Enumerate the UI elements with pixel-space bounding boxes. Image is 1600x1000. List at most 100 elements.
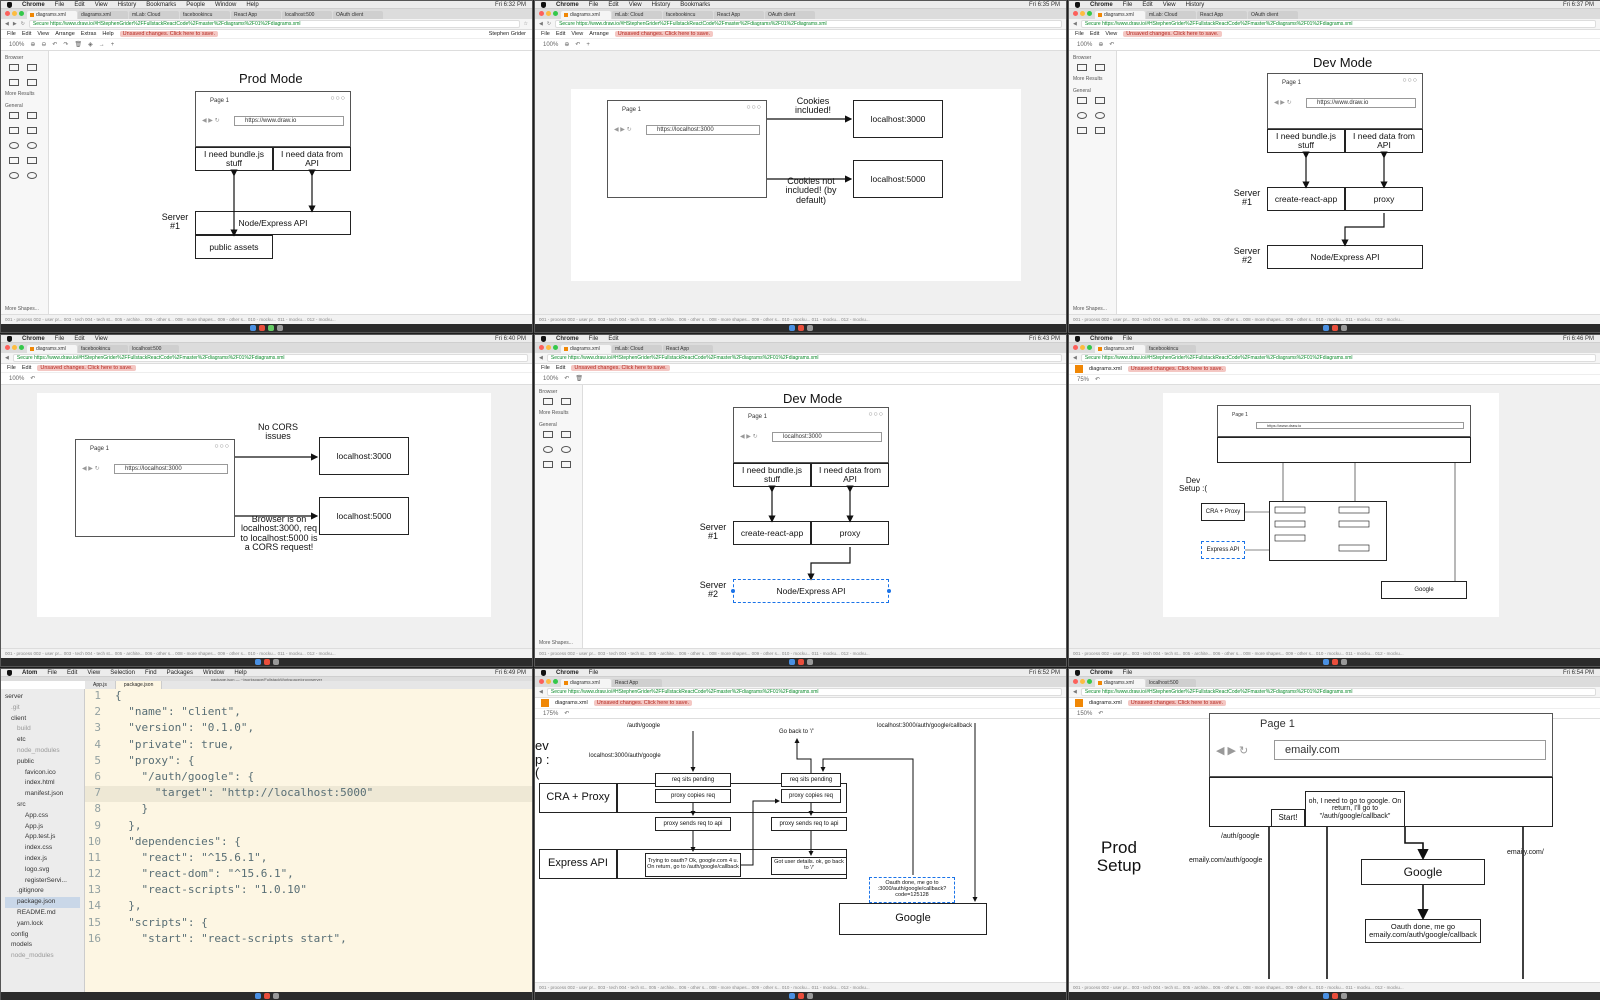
reload-icon[interactable]: ↻ <box>20 21 25 27</box>
express-api-box[interactable]: Node/Express API <box>1267 245 1423 269</box>
file-name[interactable]: diagrams.xml <box>555 700 588 706</box>
tree-folder[interactable]: client <box>11 714 27 722</box>
close-window-icon[interactable] <box>1073 11 1078 16</box>
drawio-menu-edit[interactable]: Edit <box>555 365 566 371</box>
apple-icon[interactable] <box>541 1 546 8</box>
shape-item[interactable] <box>9 157 19 164</box>
app-name[interactable]: Chrome <box>556 335 579 342</box>
insert-icon[interactable]: + <box>586 41 590 48</box>
minimize-window-icon[interactable] <box>1080 345 1085 350</box>
browser-tab[interactable]: React App <box>612 679 662 687</box>
browser-tab[interactable]: mLab: Cloud <box>129 11 179 19</box>
tree-file[interactable]: index.js <box>25 854 48 862</box>
browser-mockup[interactable]: Page 1 ○○○ ◀ ▶ ↻ https://www.draw.io <box>195 91 351 147</box>
minimize-window-icon[interactable] <box>12 345 17 350</box>
shape-item[interactable] <box>543 461 553 468</box>
tree-file[interactable]: manifest.json <box>25 790 64 798</box>
minimize-window-icon[interactable] <box>1080 11 1085 16</box>
undo-icon[interactable]: ↶ <box>52 42 58 48</box>
page-tabs[interactable]: 001 - process 002 - user pr... 003 - tec… <box>1069 648 1600 658</box>
localhost-auth-label[interactable]: localhost:3000/auth/google <box>589 753 661 759</box>
shape-item[interactable] <box>561 461 571 468</box>
zoom-window-icon[interactable] <box>553 345 558 350</box>
code-line[interactable]: "name": "client", <box>115 705 241 719</box>
shape-item[interactable] <box>561 446 571 453</box>
proxy-box[interactable]: proxy <box>1345 187 1423 211</box>
menu-history[interactable]: History <box>117 1 137 8</box>
proxy-copies-box[interactable]: proxy copies req <box>655 789 731 803</box>
browser-tab[interactable]: localhost:500 <box>1146 679 1196 687</box>
browser-mockup[interactable]: Page 1 ○○○ ◀ ▶ ↻ localhost:3000 <box>733 407 889 463</box>
back-icon[interactable]: ◀ <box>539 21 543 27</box>
tree-file[interactable]: README.md <box>17 908 56 916</box>
zoom-in-icon[interactable]: ⊕ <box>564 42 570 48</box>
menu-file[interactable]: File <box>588 669 599 676</box>
finder-icon[interactable] <box>788 993 795 999</box>
no-cors-label[interactable]: No CORS issues <box>257 422 298 442</box>
localhost-3000-box[interactable]: localhost:3000 <box>853 100 943 138</box>
code-line[interactable]: { <box>115 689 122 702</box>
tree-file[interactable]: App.css <box>25 811 49 819</box>
drawio-menu-view[interactable]: View <box>571 31 584 37</box>
code-line[interactable]: }, <box>115 899 142 913</box>
tree-folder[interactable]: .git <box>11 703 20 711</box>
tree-file[interactable]: registerServi... <box>25 876 67 884</box>
sidebar-general-heading[interactable]: General <box>539 422 557 428</box>
drawio-menu-file[interactable]: File <box>1075 31 1084 37</box>
delete-icon[interactable]: 🗑 <box>74 42 83 48</box>
shape-item[interactable] <box>561 431 571 438</box>
url-input[interactable]: Secure https://www.draw.io/#HStephenGrid… <box>1080 20 1596 28</box>
proxy-sends-box[interactable]: proxy sends req to api <box>655 817 731 831</box>
undo-icon[interactable]: ↶ <box>1095 377 1101 383</box>
zoom-window-icon[interactable] <box>553 11 558 16</box>
url-input[interactable]: Secure https://www.draw.io/#HStephenGrid… <box>12 354 528 362</box>
drawio-menu-file[interactable]: File <box>541 365 550 371</box>
shape-item[interactable] <box>1095 127 1105 134</box>
menu-file[interactable]: File <box>588 335 599 342</box>
more-shapes-button[interactable]: More Shapes... <box>1073 306 1107 312</box>
zoom-in-icon[interactable]: ⊕ <box>30 42 36 48</box>
tree-file[interactable]: favicon.ico <box>25 768 56 776</box>
shape-item[interactable] <box>9 127 19 134</box>
app-name[interactable]: Chrome <box>1090 669 1113 676</box>
code-line[interactable]: "scripts": { <box>115 915 208 929</box>
emaily-root-label[interactable]: emaily.com/ <box>1507 849 1544 856</box>
file-name[interactable]: diagrams.xml <box>1089 366 1122 372</box>
shape-item[interactable] <box>561 398 571 405</box>
browser-mockup[interactable]: Page 1 ○○○ ◀ ▶ ↻ https://localhost:3000 <box>75 439 235 537</box>
shape-item[interactable] <box>27 112 37 119</box>
finder-icon[interactable] <box>1322 325 1329 331</box>
menu-edit[interactable]: Edit <box>74 1 85 8</box>
menu-find[interactable]: Find <box>144 669 157 676</box>
zoom-window-icon[interactable] <box>1087 679 1092 684</box>
url-input[interactable]: Secure https://www.draw.io/#HStephenGrid… <box>28 20 520 28</box>
google-box[interactable]: Google <box>1381 581 1467 599</box>
menu-window[interactable]: Window <box>202 669 225 676</box>
chrome-icon[interactable] <box>797 659 804 665</box>
star-icon[interactable]: ☆ <box>523 21 528 27</box>
minimize-window-icon[interactable] <box>1080 679 1085 684</box>
apple-icon[interactable] <box>1075 669 1080 676</box>
close-window-icon[interactable] <box>539 679 544 684</box>
drawio-menu-view[interactable]: View <box>37 31 50 37</box>
undo-icon[interactable]: ↶ <box>1109 42 1115 48</box>
menu-file[interactable]: File <box>54 335 65 342</box>
menu-view[interactable]: View <box>94 335 108 342</box>
proxy-sends-box-2[interactable]: proxy sends req to api <box>771 817 847 831</box>
url-input[interactable]: Secure https://www.draw.io/#HStephenGrid… <box>546 688 1062 696</box>
trash-icon[interactable] <box>272 659 279 665</box>
menu-file[interactable]: File <box>47 669 58 676</box>
drawio-menu-edit[interactable]: Edit <box>1089 31 1100 37</box>
close-window-icon[interactable] <box>1073 679 1078 684</box>
app-name[interactable]: Chrome <box>556 1 579 8</box>
browser-tab[interactable]: localhost:500 <box>282 11 332 19</box>
back-icon[interactable]: ◀ <box>5 21 9 27</box>
google-box[interactable]: Google <box>839 903 987 935</box>
code-line[interactable]: "dependencies": { <box>115 834 241 848</box>
page-tabs[interactable]: 001 - process 002 - user pr... 003 - tec… <box>1 648 532 658</box>
zoom-out-icon[interactable]: ⊖ <box>41 42 47 48</box>
tree-file[interactable]: index.css <box>25 844 53 852</box>
chrome-icon[interactable] <box>263 659 270 665</box>
unsaved-banner[interactable]: Unsaved changes. Click here to save. <box>1127 366 1227 372</box>
menu-file[interactable]: File <box>1122 335 1133 342</box>
